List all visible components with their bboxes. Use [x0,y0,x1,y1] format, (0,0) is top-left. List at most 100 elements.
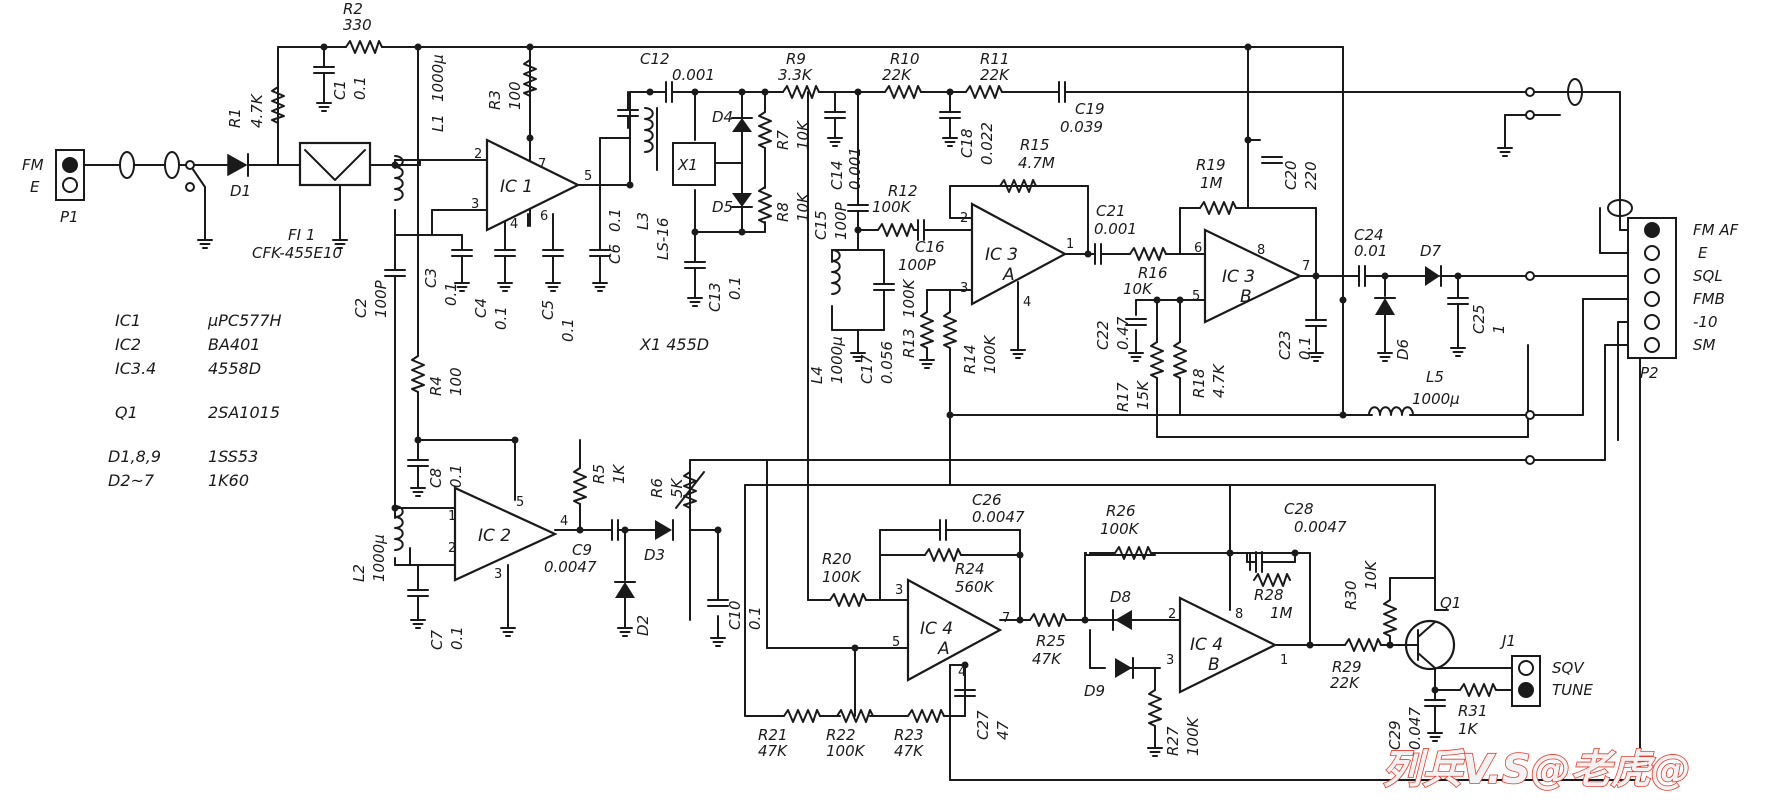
parts-ref-1: IC1 [115,311,141,330]
svg-text:3: 3 [1166,653,1174,668]
r23-value: 47K [894,742,924,760]
r29-value: 22K [1330,674,1360,692]
r26-value: 100K [1100,520,1140,538]
r31-value: 1K [1458,720,1479,738]
svg-text:5: 5 [1192,289,1200,304]
r31-ref: R31 [1458,702,1488,720]
r13-ref: R13 [900,328,918,358]
j1-name: J1 [1499,632,1516,650]
c16-value: 100P [898,256,937,274]
ic4a-unit: A [937,639,950,659]
r7-value: 10K [794,120,812,150]
r30-value: 10K [1362,560,1380,590]
svg-text:8: 8 [1257,243,1265,258]
p1-name: P1 [60,208,79,226]
r26-ref: R26 [1106,502,1136,520]
r24-ref: R24 [955,560,985,578]
c21-value: 0.001 [1094,220,1137,238]
c14-value: 0.001 [846,147,864,190]
d7-ref: D7 [1420,242,1442,260]
c15-ref: C15 [812,210,830,240]
c1-ref: C1 [331,80,349,100]
r23-ref: R23 [894,726,924,744]
c8-ref: C8 [427,468,445,488]
r11-value: 22K [980,66,1010,84]
r7-ref: R7 [774,130,792,150]
p1-pin-fm: FM [22,156,44,174]
r12-ref: R12 [888,182,918,200]
p1-pin-e: E [30,178,40,196]
svg-text:7: 7 [1002,611,1010,626]
wiring [74,46,1641,781]
c13-value: 0.1 [726,276,744,300]
r9-value: 3.3K [778,66,813,84]
c10-ref: C10 [726,600,744,630]
c12-value: 0.001 [672,66,715,84]
r25-value: 47K [1032,650,1062,668]
r1-ref: R1 [226,108,244,128]
c4-value: 0.1 [492,306,510,330]
r17-ref: R17 [1114,382,1132,412]
parts-ref-5: D1,8,9 [108,447,161,466]
d8-ref: D8 [1110,588,1131,606]
d1-ref: D1 [230,182,251,200]
l1-ref: L1 [429,114,447,132]
l5-value: 1000μ [1412,390,1460,408]
ic4b-unit: B [1208,655,1220,675]
c14-ref: C14 [828,160,846,190]
ic1-label: IC 1 [500,177,533,197]
c20-ref: C20 [1282,160,1300,190]
junction-dots [320,43,1462,694]
c22-value: 0.47 [1114,316,1132,350]
c3-ref: C3 [422,268,440,288]
r5-ref: R5 [590,464,608,484]
c10-value: 0.1 [746,606,764,630]
svg-text:3: 3 [960,281,968,296]
l3-value: LS-16 [654,218,672,260]
r28-ref: R28 [1254,586,1284,604]
ic-labels: IC 1 IC 2 IC 3 A IC 3 B IC 4 A IC 4 B [478,177,1255,675]
c24-value: 0.01 [1354,242,1387,260]
l4-ref: L4 [808,366,826,384]
parts-ref-3: IC3.4 [115,359,156,378]
c23-ref: C23 [1276,330,1294,360]
r18-ref: R18 [1190,368,1208,398]
svg-text:4: 4 [510,217,518,232]
r18-value: 4.7K [1210,363,1228,398]
j1-pin-sqv: SQV [1552,659,1585,677]
svg-text:8: 8 [1235,607,1243,622]
parts-list: IC1 μPC577H IC2 BA401 IC3.4 4558D Q1 2SA… [108,311,709,490]
r2-ref: R2 [343,0,363,18]
parts-ref-6: D2~7 [108,471,155,490]
c7-value: 0.1 [448,626,466,650]
pin-numbers: 23 75 46 12 54 3 23 14 65 87 35 74 23 81 [448,147,1310,680]
r22-ref: R22 [826,726,856,744]
j1-pin-tune: TUNE [1552,681,1593,699]
r6-ref: R6 [648,478,666,498]
r5-value: 1K [610,463,628,484]
c21-ref: C21 [1096,202,1126,220]
c29-ref: C29 [1386,720,1404,750]
svg-text:2: 2 [1168,607,1176,622]
c13-ref: C13 [706,282,724,312]
r2-value: 330 [343,16,372,34]
svg-text:6: 6 [1194,241,1202,256]
r3-ref: R3 [486,90,504,110]
c27-ref: C27 [974,710,992,740]
parts-part-5: 1SS53 [208,447,258,466]
d3-ref: D3 [644,546,665,564]
svg-text:3: 3 [895,583,903,598]
ic3a-unit: A [1002,265,1015,285]
fi1-ref: FI 1 [288,226,315,244]
r15-value: 4.7M [1018,154,1055,172]
p2-pin-sql: SQL [1693,267,1723,285]
c23-value: 0.1 [1296,336,1314,360]
crystal-note: X1 455D [639,335,709,354]
r27-ref: R27 [1164,726,1182,756]
c17-value: 0.056 [878,341,896,384]
r25-ref: R25 [1036,632,1066,650]
r22-value: 100K [826,742,866,760]
ic3a-label: IC 3 [985,245,1018,265]
d9-ref: D9 [1084,682,1105,700]
c16-ref: C16 [915,238,945,256]
